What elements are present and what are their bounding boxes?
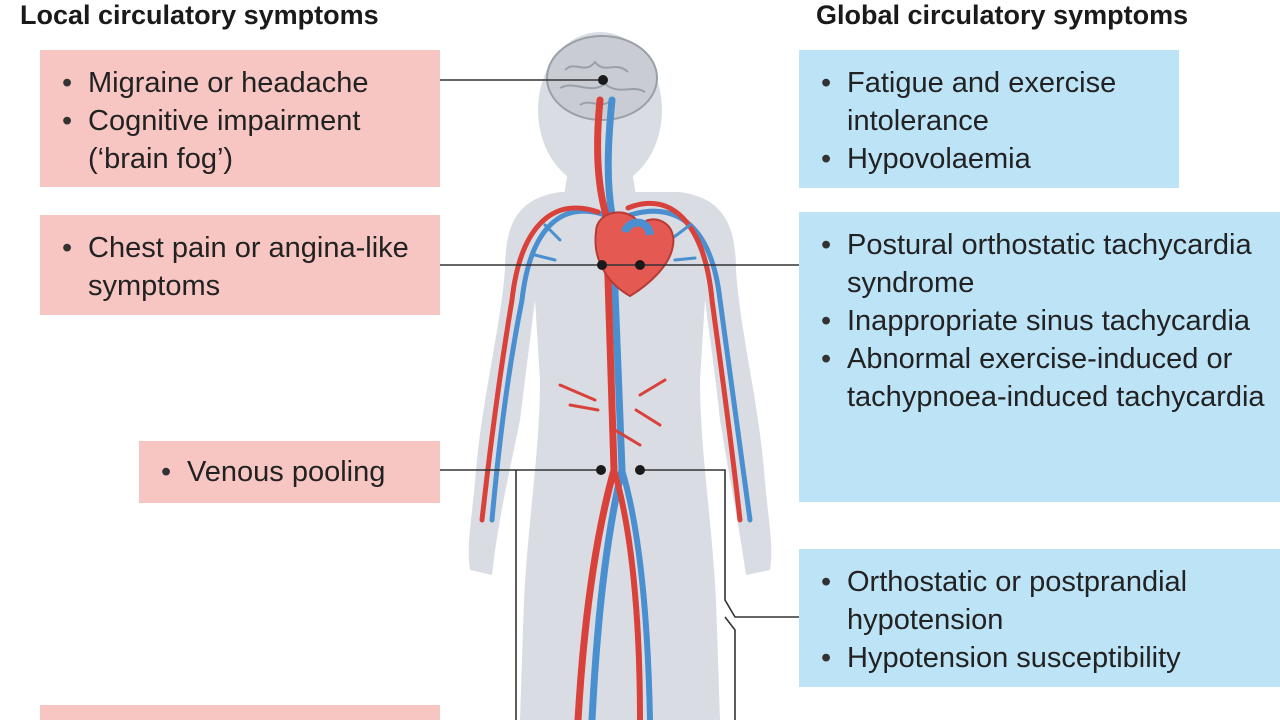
local-heading: Local circulatory symptoms bbox=[20, 0, 379, 30]
local-box-venous: Venous pooling bbox=[139, 441, 440, 503]
global-item: Hypotension susceptibility bbox=[821, 639, 1270, 677]
local-item: Migraine or headache bbox=[62, 64, 420, 102]
connector-lines bbox=[440, 79, 800, 720]
local-box-brain: Migraine or headache Cognitive impairmen… bbox=[40, 50, 440, 187]
global-box-hypotension: Orthostatic or postprandial hypotension … bbox=[799, 549, 1280, 687]
global-item: Inappropriate sinus tachycardia bbox=[821, 302, 1270, 340]
local-item: Venous pooling bbox=[161, 453, 424, 491]
global-item: Hypovolaemia bbox=[821, 140, 1163, 178]
global-item: Fatigue and exercise intolerance bbox=[821, 64, 1163, 140]
blood-vessels bbox=[479, 96, 753, 720]
local-box-chest: Chest pain or angina-like symptoms bbox=[40, 215, 440, 315]
local-item: Cognitive impairment (‘brain fog’) bbox=[62, 102, 420, 178]
local-box-partial bbox=[40, 705, 440, 720]
global-item: Orthostatic or postprandial hypotension bbox=[821, 563, 1270, 639]
heart-icon bbox=[594, 211, 675, 298]
global-box-fatigue: Fatigue and exercise intolerance Hypovol… bbox=[799, 50, 1179, 188]
global-heading: Global circulatory symptoms bbox=[816, 0, 1189, 30]
global-item: Postural orthostatic tachycardia syndrom… bbox=[821, 226, 1270, 302]
global-item: Abnormal exercise-induced or tachypnoea-… bbox=[821, 340, 1270, 416]
local-item: Chest pain or angina-like symptoms bbox=[62, 229, 420, 305]
global-box-tachycardia: Postural orthostatic tachycardia syndrom… bbox=[799, 212, 1280, 502]
connector-dots bbox=[596, 75, 645, 475]
